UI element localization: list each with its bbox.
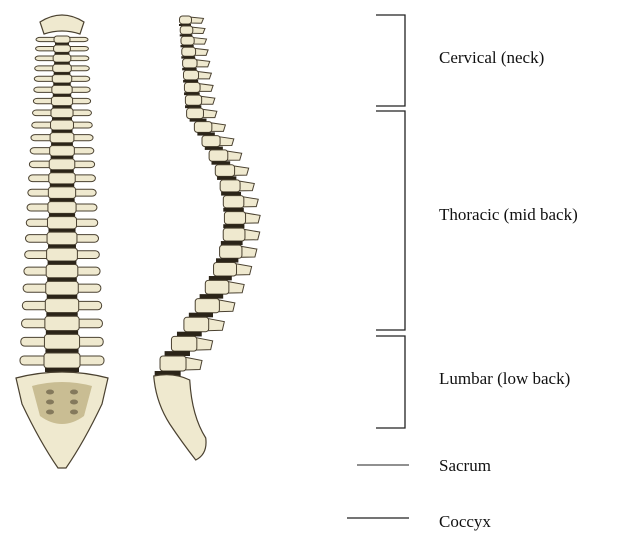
- side-vertebra: [187, 108, 217, 118]
- side-vertebra: [184, 83, 213, 93]
- side-vertebra: [184, 317, 224, 331]
- side-vertebra: [180, 26, 205, 34]
- sacral-foramen: [70, 400, 78, 405]
- label-cervical: Cervical (neck): [439, 49, 544, 66]
- side-vertebra: [181, 36, 207, 45]
- side-disc: [177, 332, 202, 337]
- spine-front-view: [16, 15, 108, 468]
- side-vertebra: [180, 16, 204, 24]
- bracket-thoracic: [376, 111, 405, 330]
- front-vertebra: [26, 217, 97, 229]
- label-thoracic: Thoracic (mid back): [439, 206, 578, 223]
- side-vertebra: [185, 95, 214, 105]
- front-vertebra: [35, 54, 89, 62]
- side-vertebra: [214, 263, 252, 276]
- front-vertebra: [28, 187, 96, 199]
- front-vertebra: [31, 133, 93, 143]
- side-vertebra: [195, 299, 235, 313]
- front-disc: [46, 331, 78, 335]
- front-vertebra: [29, 173, 96, 184]
- front-vertebra: [34, 85, 90, 94]
- front-vertebra: [27, 202, 97, 214]
- front-vertebra: [25, 248, 100, 261]
- sacral-foramen: [46, 400, 54, 405]
- label-coccyx: Coccyx: [439, 513, 491, 530]
- side-disc: [189, 313, 213, 318]
- front-vertebra: [20, 353, 104, 368]
- side-vertebra: [224, 212, 260, 225]
- front-disc: [45, 349, 78, 353]
- side-disc: [200, 294, 224, 298]
- sacral-foramen: [70, 410, 78, 415]
- front-disc: [46, 313, 77, 317]
- front-vertebra: [23, 281, 101, 295]
- side-disc: [217, 176, 236, 180]
- front-vertebra: [35, 64, 90, 72]
- spine-side-view: [154, 16, 260, 460]
- front-vertebra: [21, 334, 103, 349]
- label-sacrum: Sacrum: [439, 457, 491, 474]
- bracket-lumbar: [376, 336, 405, 428]
- front-disc: [48, 261, 77, 264]
- side-vertebra: [223, 228, 260, 241]
- front-vertebra: [36, 36, 88, 43]
- sacral-foramen: [46, 390, 54, 395]
- side-sacrum: [154, 375, 206, 460]
- front-vertebra: [29, 159, 94, 170]
- side-vertebra: [220, 180, 254, 192]
- side-vertebra: [205, 280, 244, 294]
- side-vertebra: [182, 47, 208, 56]
- side-vertebra: [171, 336, 212, 351]
- label-lumbar: Lumbar (low back): [439, 370, 570, 387]
- bracket-cervical: [376, 15, 405, 106]
- side-disc: [221, 241, 243, 245]
- side-vertebra: [194, 122, 225, 133]
- front-disc: [47, 295, 78, 299]
- front-vertebra: [36, 45, 89, 52]
- front-disc: [47, 278, 77, 282]
- side-vertebra: [183, 59, 210, 68]
- front-vertebra: [22, 299, 101, 313]
- side-disc: [221, 192, 241, 196]
- region-brackets: [347, 15, 409, 518]
- side-vertebra: [183, 70, 211, 80]
- front-vertebra: [22, 316, 103, 330]
- side-vertebra: [160, 356, 202, 371]
- side-vertebra: [215, 165, 248, 177]
- front-vertebra: [25, 232, 98, 245]
- front-disc: [48, 245, 76, 248]
- front-vertebra: [33, 108, 92, 117]
- side-vertebra: [209, 150, 242, 161]
- front-vertebra: [32, 120, 93, 130]
- sacral-foramen: [70, 390, 78, 395]
- side-vertebra: [223, 196, 258, 208]
- sacral-foramen: [46, 410, 54, 415]
- side-vertebra: [202, 136, 234, 147]
- side-disc: [165, 351, 190, 356]
- side-disc: [209, 276, 232, 280]
- side-vertebra: [220, 245, 257, 258]
- front-atlas: [40, 15, 84, 34]
- front-vertebra: [33, 97, 90, 106]
- side-disc: [223, 208, 244, 212]
- front-vertebra: [30, 146, 94, 156]
- side-disc: [216, 258, 238, 262]
- side-disc: [223, 224, 244, 228]
- front-vertebra: [34, 75, 89, 83]
- front-vertebra: [24, 265, 100, 278]
- side-disc: [211, 161, 230, 164]
